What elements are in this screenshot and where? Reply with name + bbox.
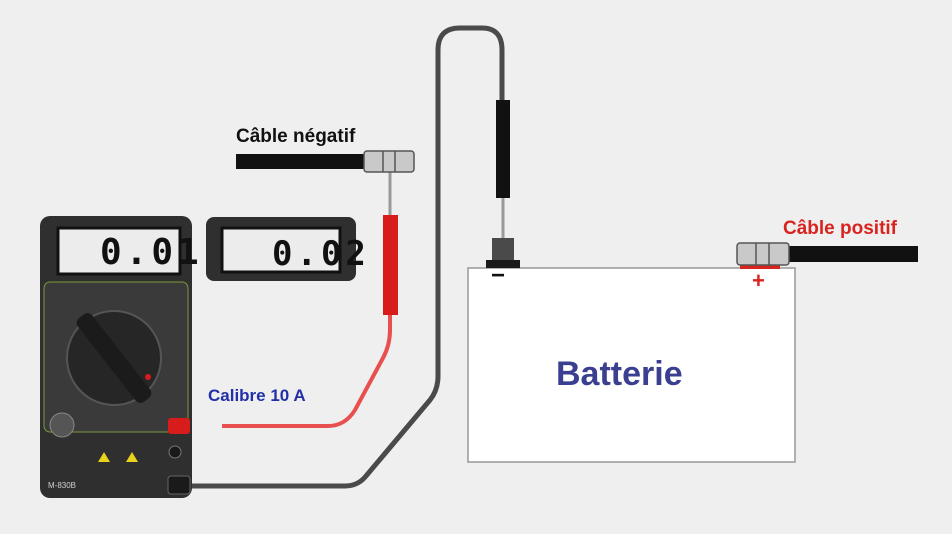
dial-indicator-dot [145, 374, 151, 380]
red-lead-wire [222, 315, 392, 428]
warning-icon [98, 452, 110, 462]
positive-cable-clamp [736, 242, 790, 266]
negative-cable-label: Câble négatif [236, 126, 356, 147]
positive-cable-label: Câble positif [783, 218, 898, 239]
calibre-label: Calibre 10 A [208, 386, 306, 405]
display-2-lcd [220, 226, 342, 274]
gray-lead-wire [182, 25, 505, 489]
warning-icon [126, 452, 138, 462]
transistor-socket [49, 412, 75, 438]
port-com [167, 475, 191, 495]
negative-probe-handle [496, 100, 510, 198]
positive-cable [780, 246, 918, 262]
port-vohm [168, 445, 182, 459]
port-10a [168, 418, 190, 434]
negative-cable [236, 154, 372, 169]
dial-pointer [76, 313, 152, 403]
negative-cable-clamp [363, 150, 415, 173]
negative-terminal-post [492, 238, 514, 262]
negative-terminal-base [486, 260, 520, 268]
battery-body [467, 267, 796, 463]
red-probe-handle [383, 215, 398, 315]
multimeter-reading: 0.01 [100, 232, 203, 273]
multimeter-model: M-830B [48, 481, 77, 490]
negative-terminal-sign: − [491, 262, 506, 289]
positive-terminal-sign: + [752, 268, 765, 293]
battery-label: Batterie [556, 355, 683, 393]
multimeter-lcd [56, 226, 182, 276]
display-2-reading: 0.02 [272, 234, 370, 274]
